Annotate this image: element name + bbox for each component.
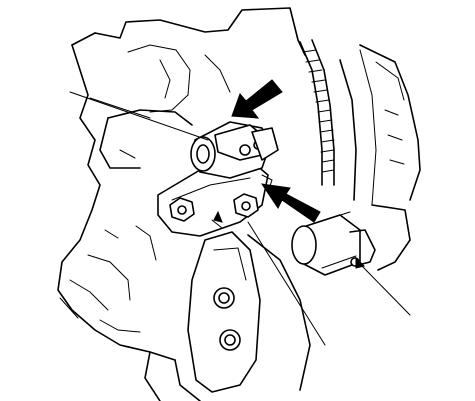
tensioner-bolt-left <box>169 197 195 222</box>
lower-bracket <box>187 231 311 393</box>
leader-line-plunger <box>69 91 209 141</box>
stopper-tool <box>291 211 376 276</box>
leader-line-block <box>89 97 151 119</box>
front-cover <box>359 44 421 271</box>
insert-arrow <box>260 183 321 223</box>
chain-tensioner <box>157 121 279 237</box>
tool-end <box>291 225 317 265</box>
leader-lines <box>69 91 411 346</box>
engine-block <box>57 7 306 401</box>
leader-line-tool <box>361 265 411 316</box>
press-arrow <box>231 79 283 119</box>
timing-chain <box>299 39 377 206</box>
leader-line-bolt <box>247 221 326 346</box>
pointer-mark-right <box>355 256 365 269</box>
pointer-mark-left <box>213 210 223 223</box>
tensioner-bolt-right <box>233 193 259 218</box>
